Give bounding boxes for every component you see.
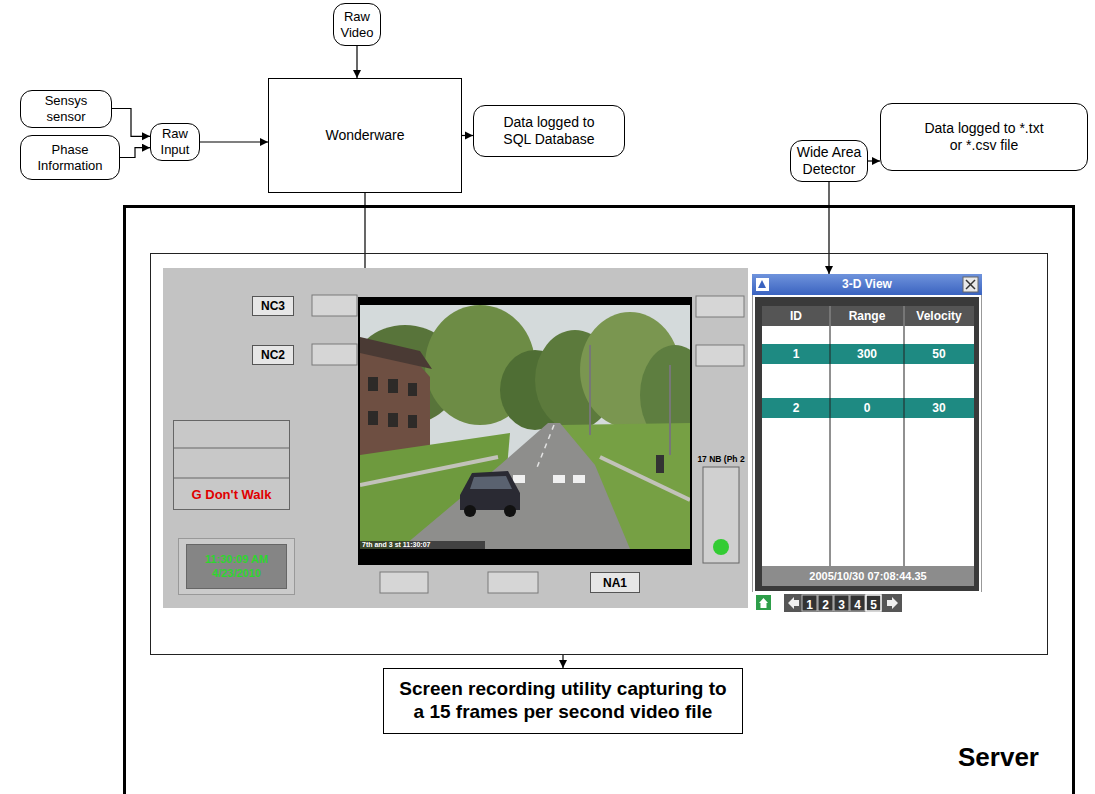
label-holder: 1 [762,344,830,364]
node-text: Sensys sensor [29,93,103,124]
label-holder: 2 [762,398,830,418]
source-box: Raw Video [333,3,381,46]
page-number: 3 [834,595,849,616]
node-text: 4/23/2010 [189,567,284,581]
node-text: Data logged to *.txt or *.csv file [921,120,1047,154]
label-holder: 30 [904,398,974,418]
detector-box: NA1 [590,572,640,593]
page-number: 5 [866,595,881,616]
table-cell: 0 [830,398,904,419]
node-text: G Don't Walk [178,487,285,502]
label-holder: 4 [850,595,865,611]
connector [112,109,150,137]
table-header: Range [830,306,904,327]
phase-indicator: 17 NB (Ph 2 [693,453,749,565]
label-holder: 2005/10/30 07:08:44.35 [762,566,974,586]
label-holder: 3 [834,595,849,611]
signal-status-box: G Don't Walk [173,420,290,510]
table-cell: 30 [904,398,974,419]
table-cell: 2 [762,398,830,419]
connector [120,148,150,158]
detector-window: 3-D ViewIDRangeVelocity13005020302005/10… [752,274,982,614]
table-header: ID [762,306,830,327]
node-text: Data logged to SQL Database [500,114,598,148]
source-box: Wide Area Detector [790,140,868,182]
label-holder: 1 [802,595,817,611]
label-holder: Velocity [904,306,974,326]
detector-box: NC2 [252,345,294,365]
timestamp: 2005/10/30 07:08:44.35 [762,566,974,587]
hmi-panel: NC3NC2 G Don't Walk11:30:09 AM4/23/2010 … [163,268,748,608]
process-box: Wonderware [268,78,462,193]
server-box: Server NC3NC2 G Don't Walk 11:30:09 AM4/2… [123,205,1075,794]
output-box: Data logged to *.txt or *.csv file [880,103,1088,171]
connector [562,655,563,668]
detector-box: NC3 [252,296,294,316]
source-box: Phase Information [20,135,120,180]
node-text: Screen recording utility capturing to a … [394,678,732,724]
node-text: Phase Information [29,142,111,173]
label-holder: 50 [904,344,974,364]
page-number: 4 [850,595,865,616]
screen-frame: NC3NC2 G Don't Walk11:30:09 AM4/23/2010 … [150,253,1048,655]
connector [356,46,357,78]
connector [868,160,880,161]
signal-indicator [693,453,749,565]
label-holder: 5 [866,595,881,611]
output-box: Data logged to SQL Database [473,105,625,157]
node-text: 17 NB (Ph 2 [693,453,749,465]
node-text: Raw Input [154,126,196,157]
clock-box: 11:30:09 AM4/23/2010 [178,538,295,595]
input-box: Raw Input [150,123,200,161]
process-box: Screen recording utility capturing to a … [383,668,743,734]
node-text: 3-D View [752,274,982,295]
table-cell: 50 [904,344,974,365]
table-cell: 300 [830,344,904,365]
video-timestamp: 7th and 3 st 11:30:07 [362,541,512,549]
node-text: NA1 [593,576,637,590]
connector [828,182,829,274]
node-text: Wonderware [277,127,453,144]
node-text: Raw Video [337,9,377,40]
table-header: Velocity [904,306,974,327]
node-text: 11:30:09 AM [189,553,284,567]
label-holder: 0 [830,398,904,418]
node-text: NC2 [255,348,291,362]
label-holder: 7th and 3 st 11:30:07 [362,541,512,549]
page-number: 1 [802,595,817,616]
node-text: Wide Area Detector [795,144,863,178]
connector [200,141,268,142]
window-chrome [752,274,982,614]
source-box: Sensys sensor [20,90,112,128]
label-holder: 300 [830,344,904,364]
label-holder: Range [830,306,904,326]
connector [462,135,473,136]
node-text: NC3 [255,299,291,313]
page-number: 2 [818,595,833,616]
label-holder: ID [762,306,830,326]
table-cell: 1 [762,344,830,365]
label-holder: 2 [818,595,833,611]
node-text: Server [958,742,1039,773]
